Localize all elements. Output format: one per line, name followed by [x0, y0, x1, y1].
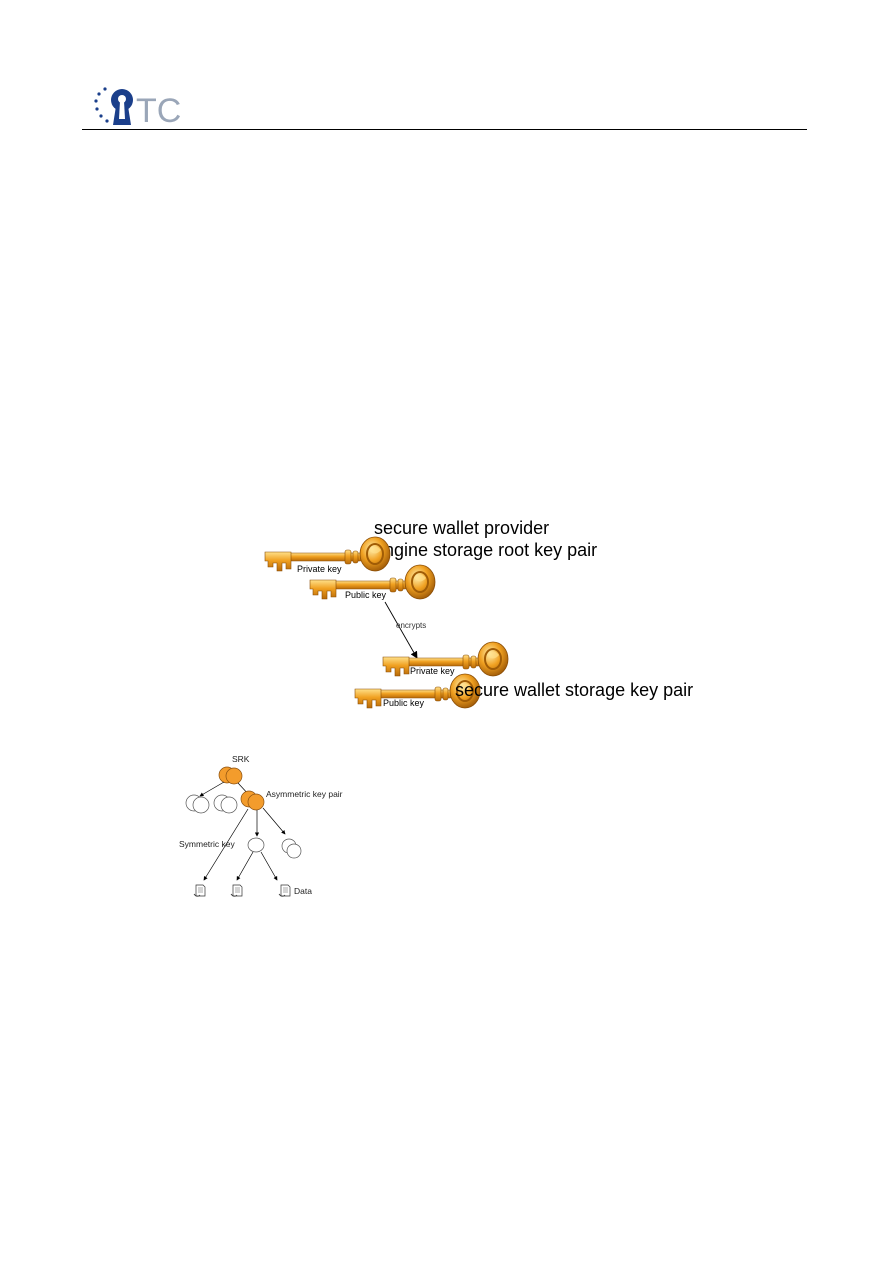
- logo-stars: [94, 87, 109, 123]
- data-document-icon: [193, 884, 206, 897]
- data-label: Data: [294, 886, 312, 896]
- srk-label: SRK: [232, 754, 250, 764]
- asymmetric-key-label: Asymmetric key pair: [266, 789, 343, 799]
- data-document-icon: [230, 884, 243, 897]
- top-pair-title-line1: secure wallet provider: [374, 518, 549, 538]
- key-hierarchy-tree: SRK Asymmetric key pair Symmetric key Da…: [179, 754, 343, 897]
- encrypts-label: encrypts: [396, 621, 426, 630]
- keyhole-icon: [111, 89, 133, 125]
- srk-node: [218, 766, 243, 785]
- logo-text: TC: [136, 92, 181, 130]
- white-key-node: [185, 794, 210, 814]
- top-public-key-label: Public key: [345, 590, 387, 600]
- header-rule: [82, 129, 807, 130]
- white-key-node: [281, 838, 302, 859]
- symmetric-key-node: [247, 837, 265, 853]
- bottom-public-key-label: Public key: [383, 698, 425, 708]
- encrypts-arrow: [384, 601, 418, 659]
- white-key-node: [213, 794, 238, 814]
- asymmetric-key-node: [240, 790, 265, 811]
- bottom-pair-title: secure wallet storage key pair: [455, 680, 693, 700]
- top-private-key-label: Private key: [297, 564, 342, 574]
- itc-logo: TC: [94, 87, 181, 130]
- bottom-private-key-label: Private key: [410, 666, 455, 676]
- key-pair-diagram: secure wallet provider engine storage ro…: [264, 518, 693, 709]
- data-document-icon: [278, 884, 291, 897]
- symmetric-key-label: Symmetric key: [179, 839, 235, 849]
- top-pair-title-line2: engine storage root key pair: [374, 540, 597, 560]
